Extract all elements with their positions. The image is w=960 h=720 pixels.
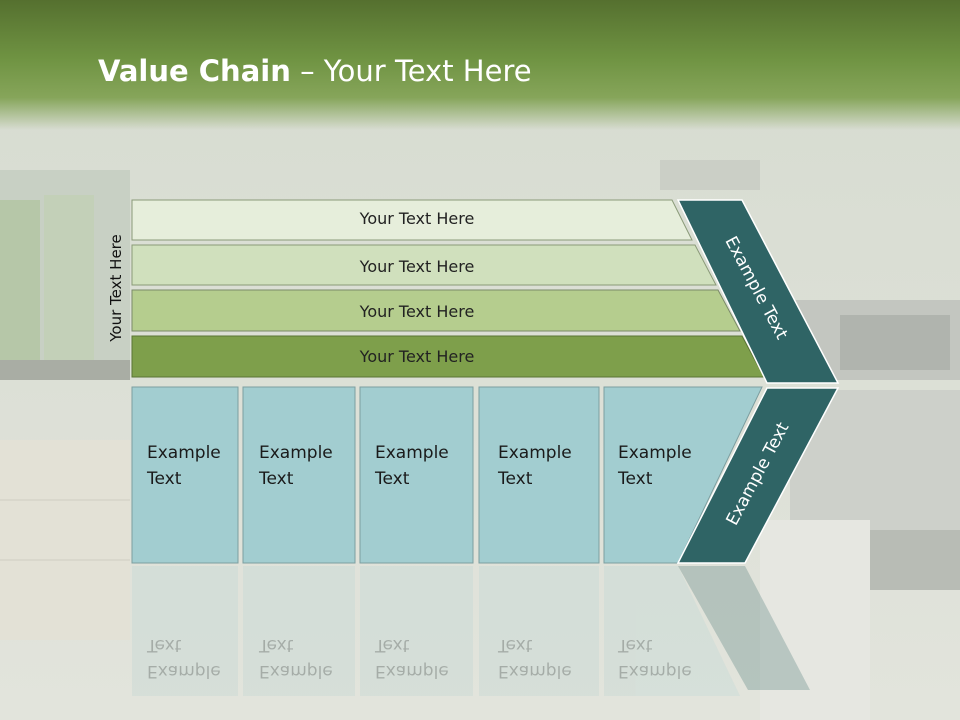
cell-3-line2: Text — [375, 469, 410, 489]
cell-reflection-text-4: Example Text — [498, 632, 598, 684]
cell-1-line1: Example — [147, 443, 221, 463]
cell-reflection-3-line2: Text — [375, 635, 410, 655]
cell-reflection-4-line2: Text — [498, 635, 533, 655]
row-label-4: Your Text Here — [359, 347, 475, 366]
chevron-lower[interactable] — [676, 387, 840, 564]
cell-2-line2: Text — [259, 469, 294, 489]
cell-box-1[interactable] — [131, 386, 239, 564]
row-bar-3[interactable] — [131, 289, 741, 332]
chevron-reflection — [678, 566, 810, 690]
cell-reflections — [132, 566, 740, 696]
row-label-1: Your Text Here — [359, 209, 475, 228]
cell-reflection-1-line2: Text — [147, 635, 182, 655]
cell-4-line2: Text — [498, 469, 533, 489]
cell-reflection-text-1: Example Text — [147, 632, 247, 684]
cell-4-line1: Example — [498, 443, 572, 463]
row-bar-1[interactable] — [131, 199, 693, 241]
cell-box-3[interactable] — [359, 386, 474, 564]
slide-title: Value Chain – Your Text Here — [98, 54, 532, 88]
cell-reflection-4-line1: Example — [498, 661, 572, 681]
cell-5-line1: Example — [618, 443, 692, 463]
cell-reflection-text-2: Example Text — [259, 632, 359, 684]
cell-box-2[interactable] — [242, 386, 356, 564]
cell-1-line2: Text — [147, 469, 182, 489]
cell-reflection-1-line1: Example — [147, 661, 221, 681]
cell-2-line1: Example — [259, 443, 333, 463]
title-rest: – Your Text Here — [290, 54, 532, 88]
row-label-2: Your Text Here — [359, 257, 475, 276]
cell-reflection-5-line1: Example — [618, 661, 692, 681]
cell-reflection-text-3: Example Text — [375, 632, 475, 684]
row-bar-2[interactable] — [131, 244, 717, 286]
title-bar — [0, 0, 960, 130]
chevron-upper[interactable] — [676, 199, 840, 384]
cell-reflection-2-line2: Text — [259, 635, 294, 655]
cell-reflection-3-line1: Example — [375, 661, 449, 681]
cell-reflection-5-line2: Text — [618, 635, 653, 655]
cell-5-line2: Text — [618, 469, 653, 489]
cell-box-4[interactable] — [478, 386, 600, 564]
cell-reflection-2-line1: Example — [259, 661, 333, 681]
title-bold: Value Chain — [98, 54, 291, 88]
cell-3-line1: Example — [375, 443, 449, 463]
cell-reflection-text-5: Example Text — [618, 632, 718, 684]
row-label-3: Your Text Here — [359, 302, 475, 321]
